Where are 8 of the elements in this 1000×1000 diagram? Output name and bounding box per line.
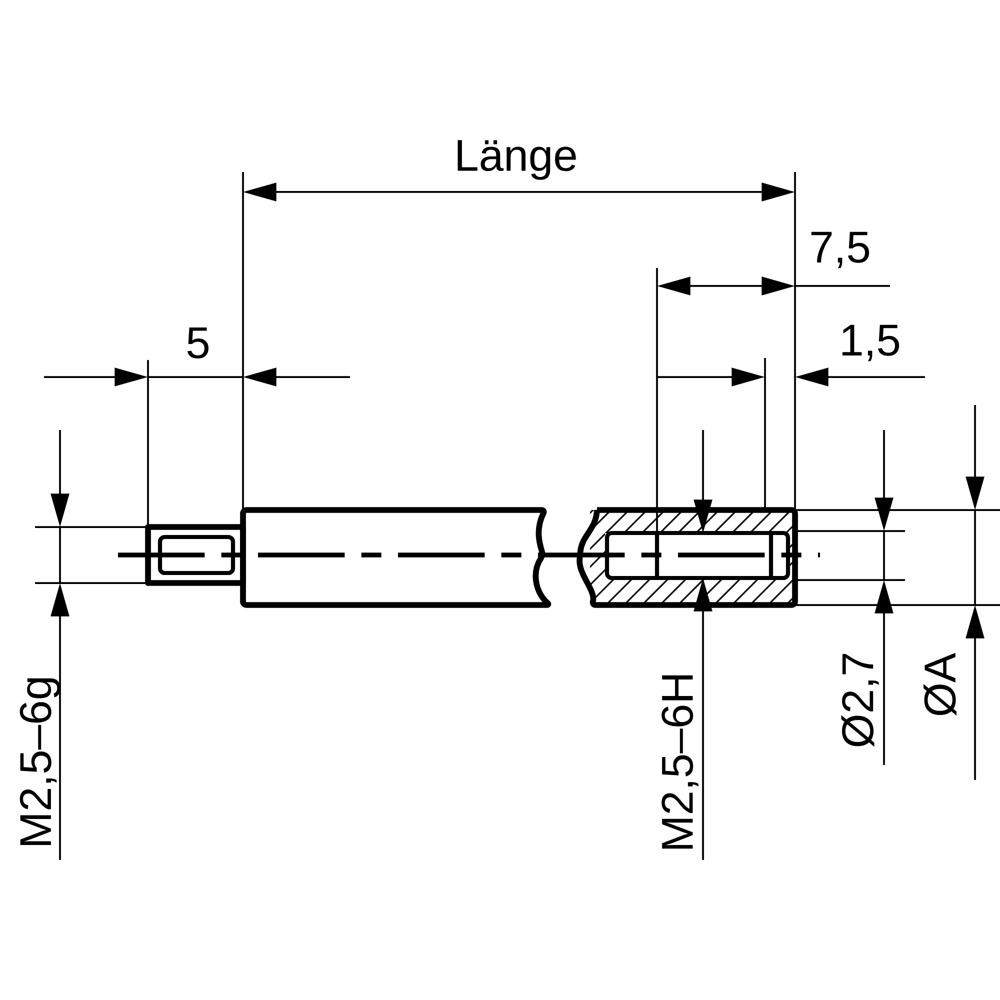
dimension-text: 1,5 — [842, 324, 900, 362]
dimension-text: M2,5–6g — [20, 678, 60, 845]
dimension-text: Länge — [458, 140, 576, 180]
dimension-text: 7,5 — [811, 232, 870, 268]
dimension-text: Ø2,7 — [841, 654, 879, 747]
dimension-text: 5 — [187, 327, 209, 359]
dimension-text: ØA — [924, 652, 957, 716]
dimension-text: M2,5–6H — [662, 675, 698, 849]
